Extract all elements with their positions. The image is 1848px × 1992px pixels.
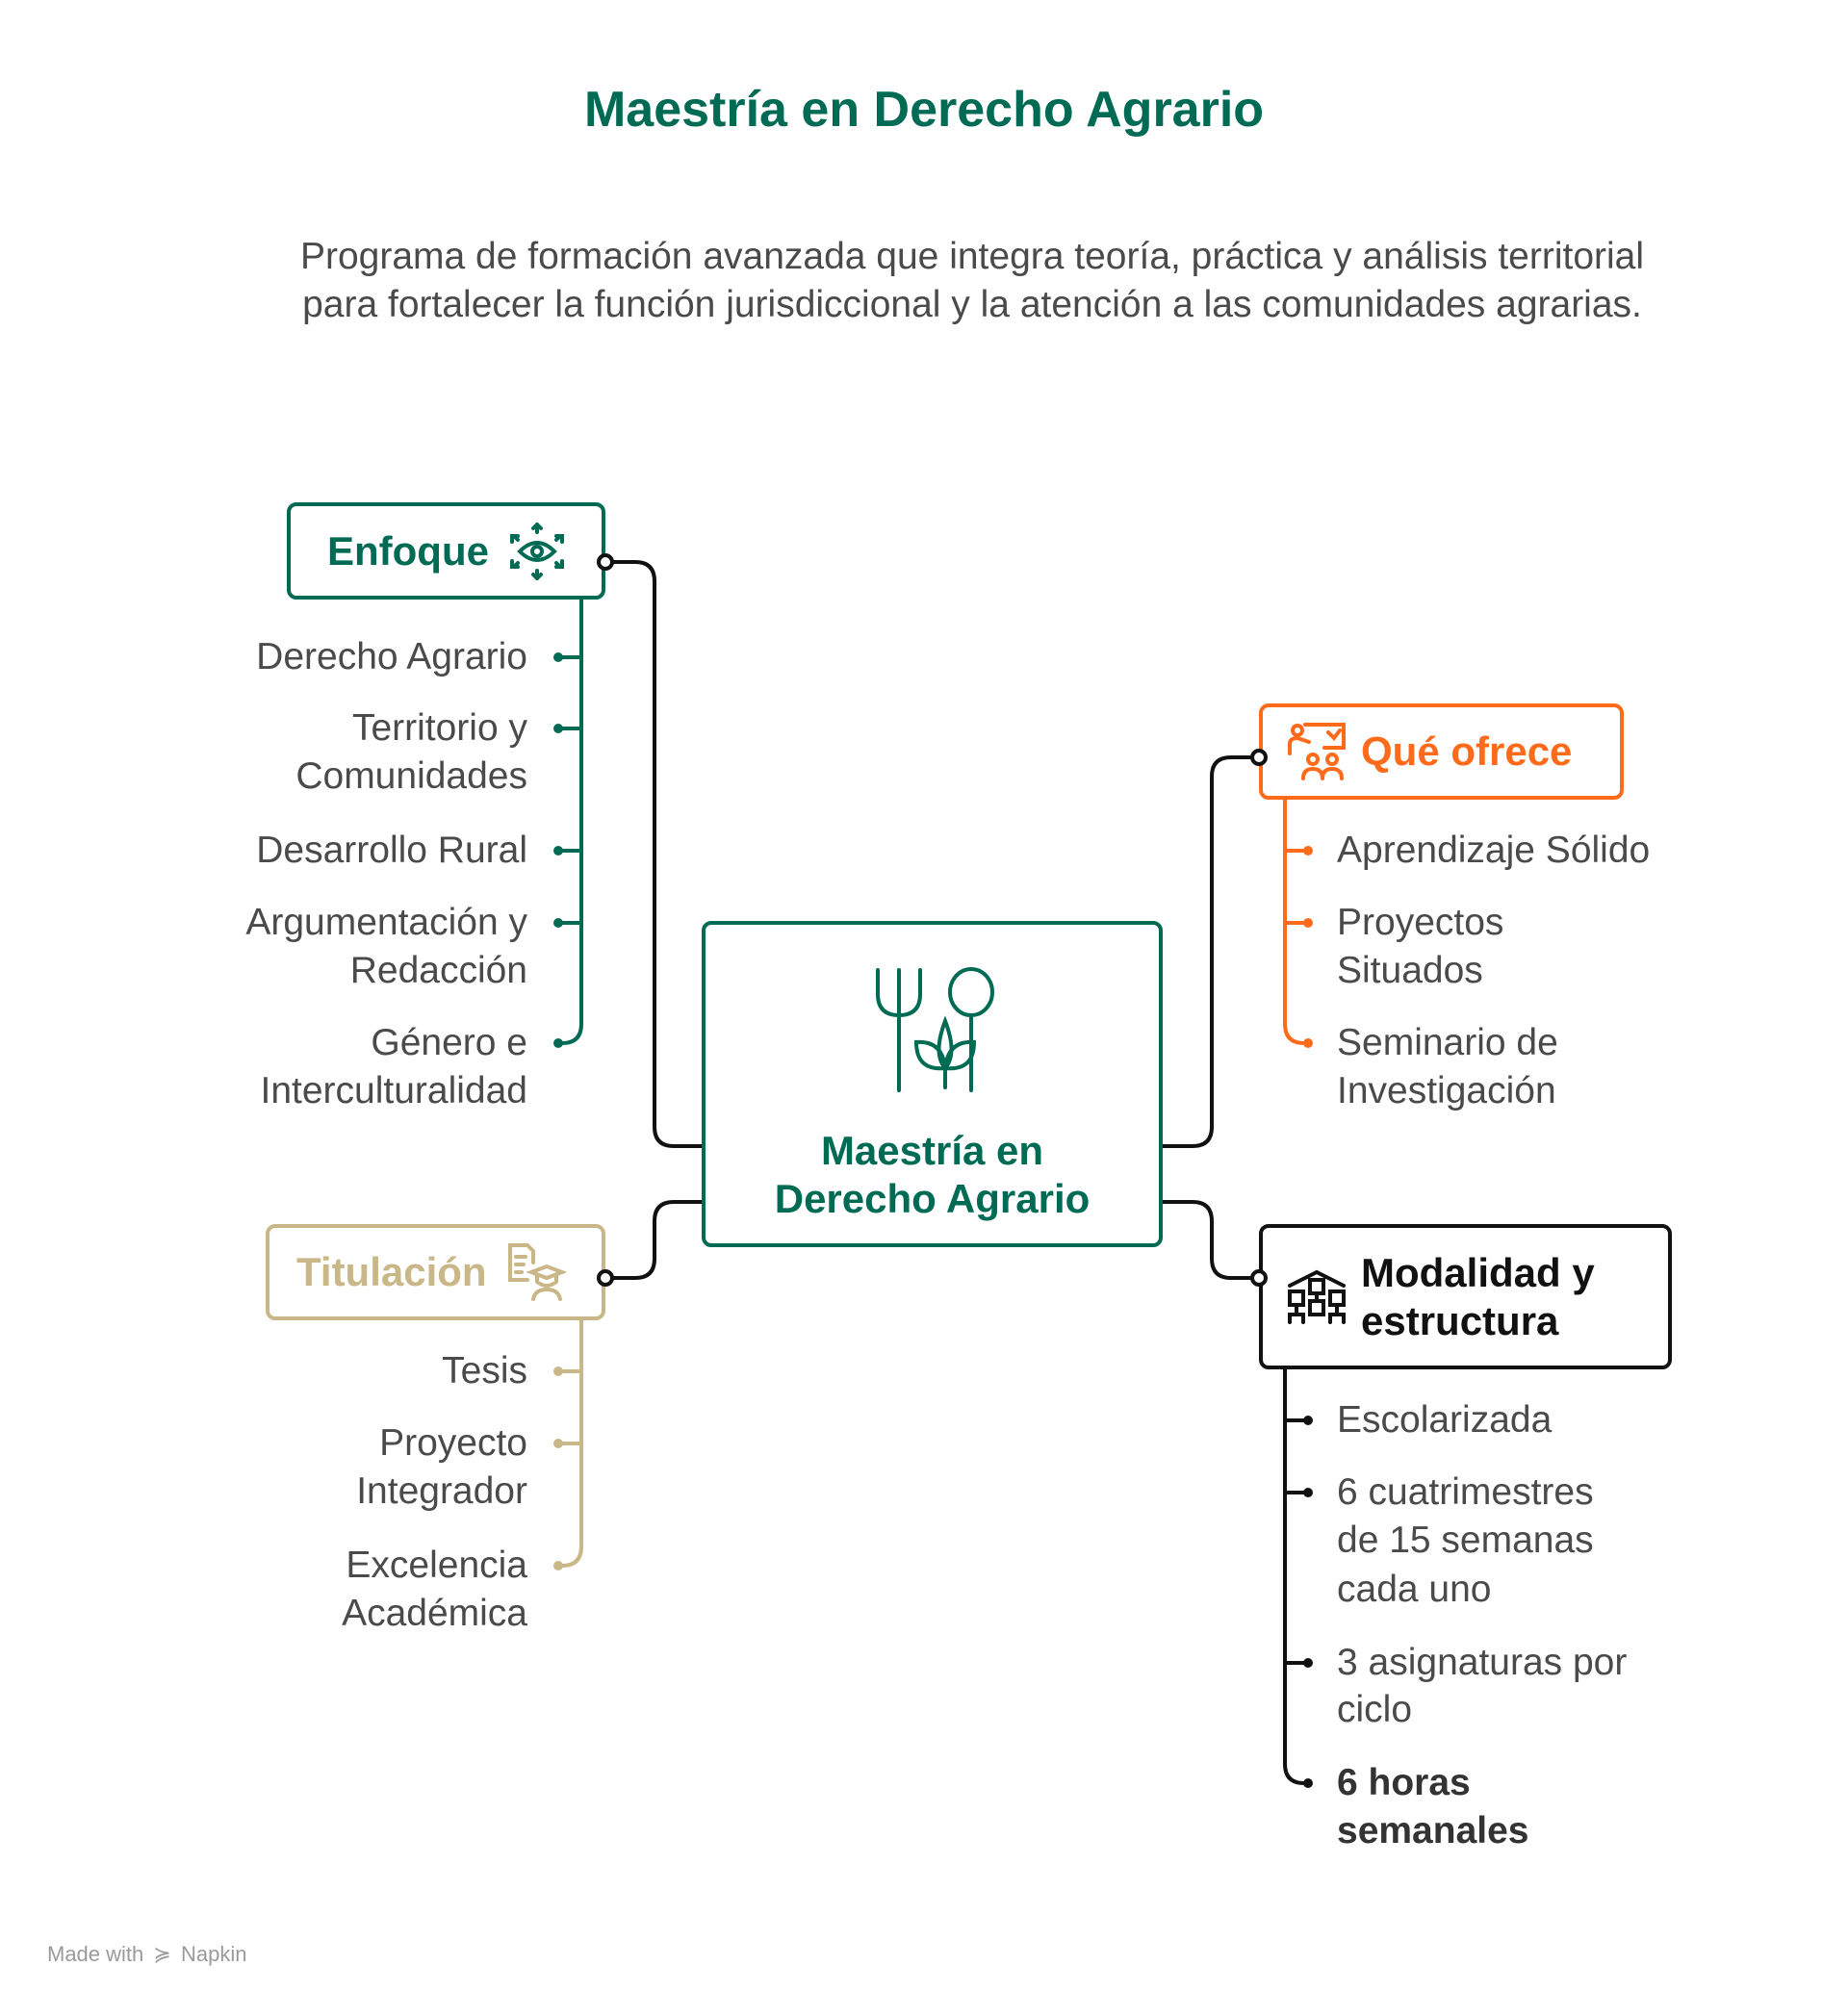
titulacion-label: Titulación [296,1249,487,1294]
branch-modalidad[interactable]: Modalidad y estructura [1259,1224,1672,1369]
list-item: Escolarizada [1337,1399,1553,1441]
connector-enfoque [603,560,704,1148]
graduate-document-icon [507,1243,566,1301]
list-item: Comunidades [295,755,527,797]
structure-hierarchy-icon [1288,1269,1346,1324]
center-label-line1: Maestría en [820,1128,1044,1173]
list-item: Seminario de [1337,1022,1558,1063]
list-item: Redacción [349,950,527,991]
napkin-logo-icon: ≽ [153,1942,171,1966]
list-item: ciclo [1337,1689,1413,1730]
list-item: Investigación [1337,1070,1556,1111]
connector-modalidad [1161,1200,1261,1280]
branch-enfoque[interactable]: Enfoque [287,502,605,600]
list-item: Excelencia [346,1545,527,1586]
list-item: cada uno [1337,1569,1492,1610]
center-node: Maestría en Derecho Agrario [702,921,1163,1247]
spine-modalidad [1283,1367,1310,1785]
list-item: Tesis [442,1350,527,1392]
branch-que-ofrece[interactable]: Qué ofrece [1259,703,1624,800]
list-item: 6 cuatrimestres [1337,1471,1594,1513]
modalidad-label-line1: Modalidad y [1361,1249,1595,1295]
connector-que-ofrece [1161,755,1261,1148]
list-item: Proyecto [379,1422,527,1464]
spine-enfoque [556,598,583,1045]
connector-titulacion [603,1200,704,1280]
branch-titulacion[interactable]: Titulación [266,1224,605,1320]
list-item: de 15 semanas [1337,1520,1594,1561]
list-item: Proyectos [1337,902,1504,943]
enfoque-label: Enfoque [327,527,489,574]
list-item: Académica [342,1593,527,1634]
list-item-bold: 6 horas [1337,1762,1471,1803]
list-item: Derecho Agrario [256,636,527,677]
list-item: Interculturalidad [260,1070,528,1111]
list-item: Territorio y [351,707,527,749]
list-item: Género e [371,1022,527,1063]
page-title: Maestría en Derecho Agrario [583,82,1265,138]
list-item: Desarrollo Rural [256,830,527,871]
list-item: Situados [1337,950,1483,991]
footer-made-with: Made with [47,1942,144,1966]
list-item: Integrador [356,1470,527,1512]
eye-focus-icon [509,522,564,580]
modalidad-label-line2: estructura [1361,1297,1559,1343]
footer-watermark: Made with ≽ Napkin [47,1942,246,1967]
teacher-group-icon [1288,723,1346,780]
que-ofrece-label: Qué ofrece [1361,728,1573,774]
fork-spoon-plant-icon [875,967,994,1092]
center-label-line2: Derecho Agrario [774,1176,1091,1221]
list-item: Argumentación y [245,902,527,943]
footer-brand: Napkin [180,1942,247,1966]
list-item: 3 asignaturas por [1337,1642,1628,1683]
list-item-bold: semanales [1337,1810,1529,1852]
subtitle: Programa de formación avanzada que integ… [299,236,1645,325]
list-item: Aprendizaje Sólido [1337,830,1651,871]
